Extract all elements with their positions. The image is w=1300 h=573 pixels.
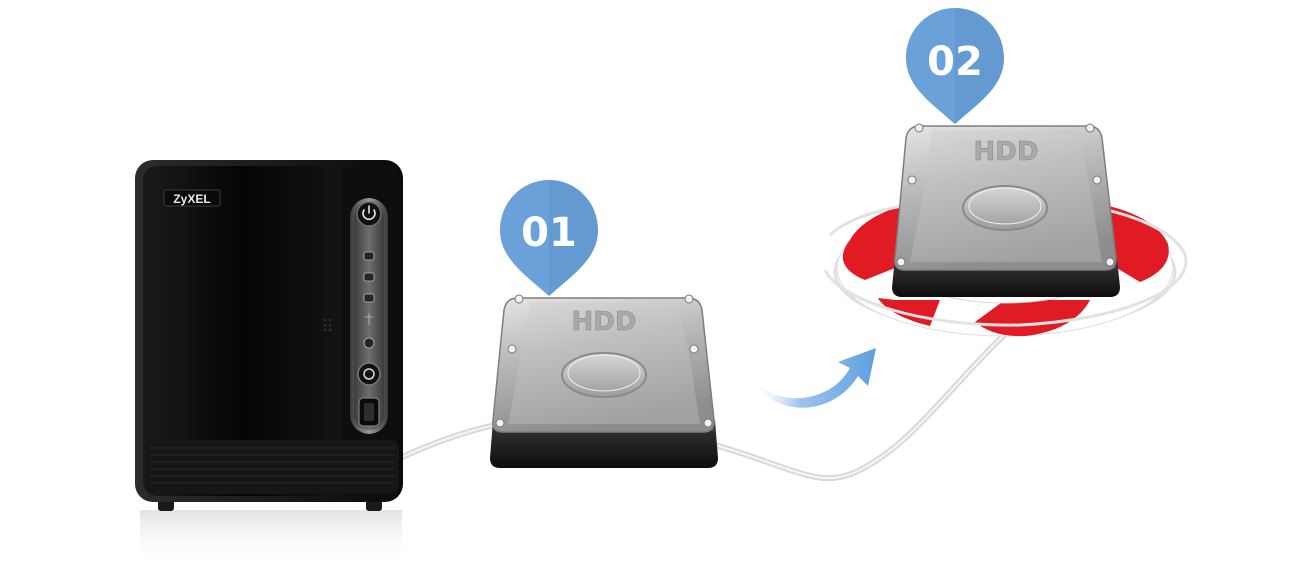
copy-led-icon [363, 293, 375, 303]
copy-button-icon [363, 368, 375, 380]
power-button[interactable] [356, 201, 382, 227]
nas-speaker-grille [323, 318, 332, 332]
hdd2-spindle [962, 185, 1048, 231]
nas-device: ZyXEL [135, 160, 403, 565]
nas-front-panel [143, 166, 343, 496]
hdd-drive-2: HDD [892, 123, 1120, 297]
disk2-led-icon [363, 272, 375, 282]
nas-reflection [140, 510, 402, 565]
step-number-02: 02 [927, 39, 983, 85]
hdd1-spindle [561, 352, 647, 398]
step-marker-02: 02 [906, 8, 1004, 124]
hdd1-label: HDD [572, 307, 637, 337]
step-marker-01: 01 [500, 180, 598, 296]
brand-logo: ZyXEL [173, 192, 210, 206]
usb-port[interactable] [358, 397, 380, 427]
curved-arrow-icon [748, 348, 876, 408]
nas-vent-mesh [145, 440, 399, 494]
hdd-drive-1: HDD [490, 294, 718, 468]
status-leds [363, 251, 375, 349]
usb-led-icon [365, 313, 373, 325]
usb-port-icon [364, 403, 374, 421]
cable-nas-to-hdd1 [397, 421, 503, 461]
power-icon [362, 205, 376, 221]
copy-button[interactable] [357, 362, 381, 386]
step-number-01: 01 [521, 210, 577, 256]
brand-plate [163, 189, 221, 207]
network-led-icon [363, 337, 375, 349]
disk1-led-icon [363, 251, 375, 261]
hdd2-label: HDD [974, 137, 1039, 167]
